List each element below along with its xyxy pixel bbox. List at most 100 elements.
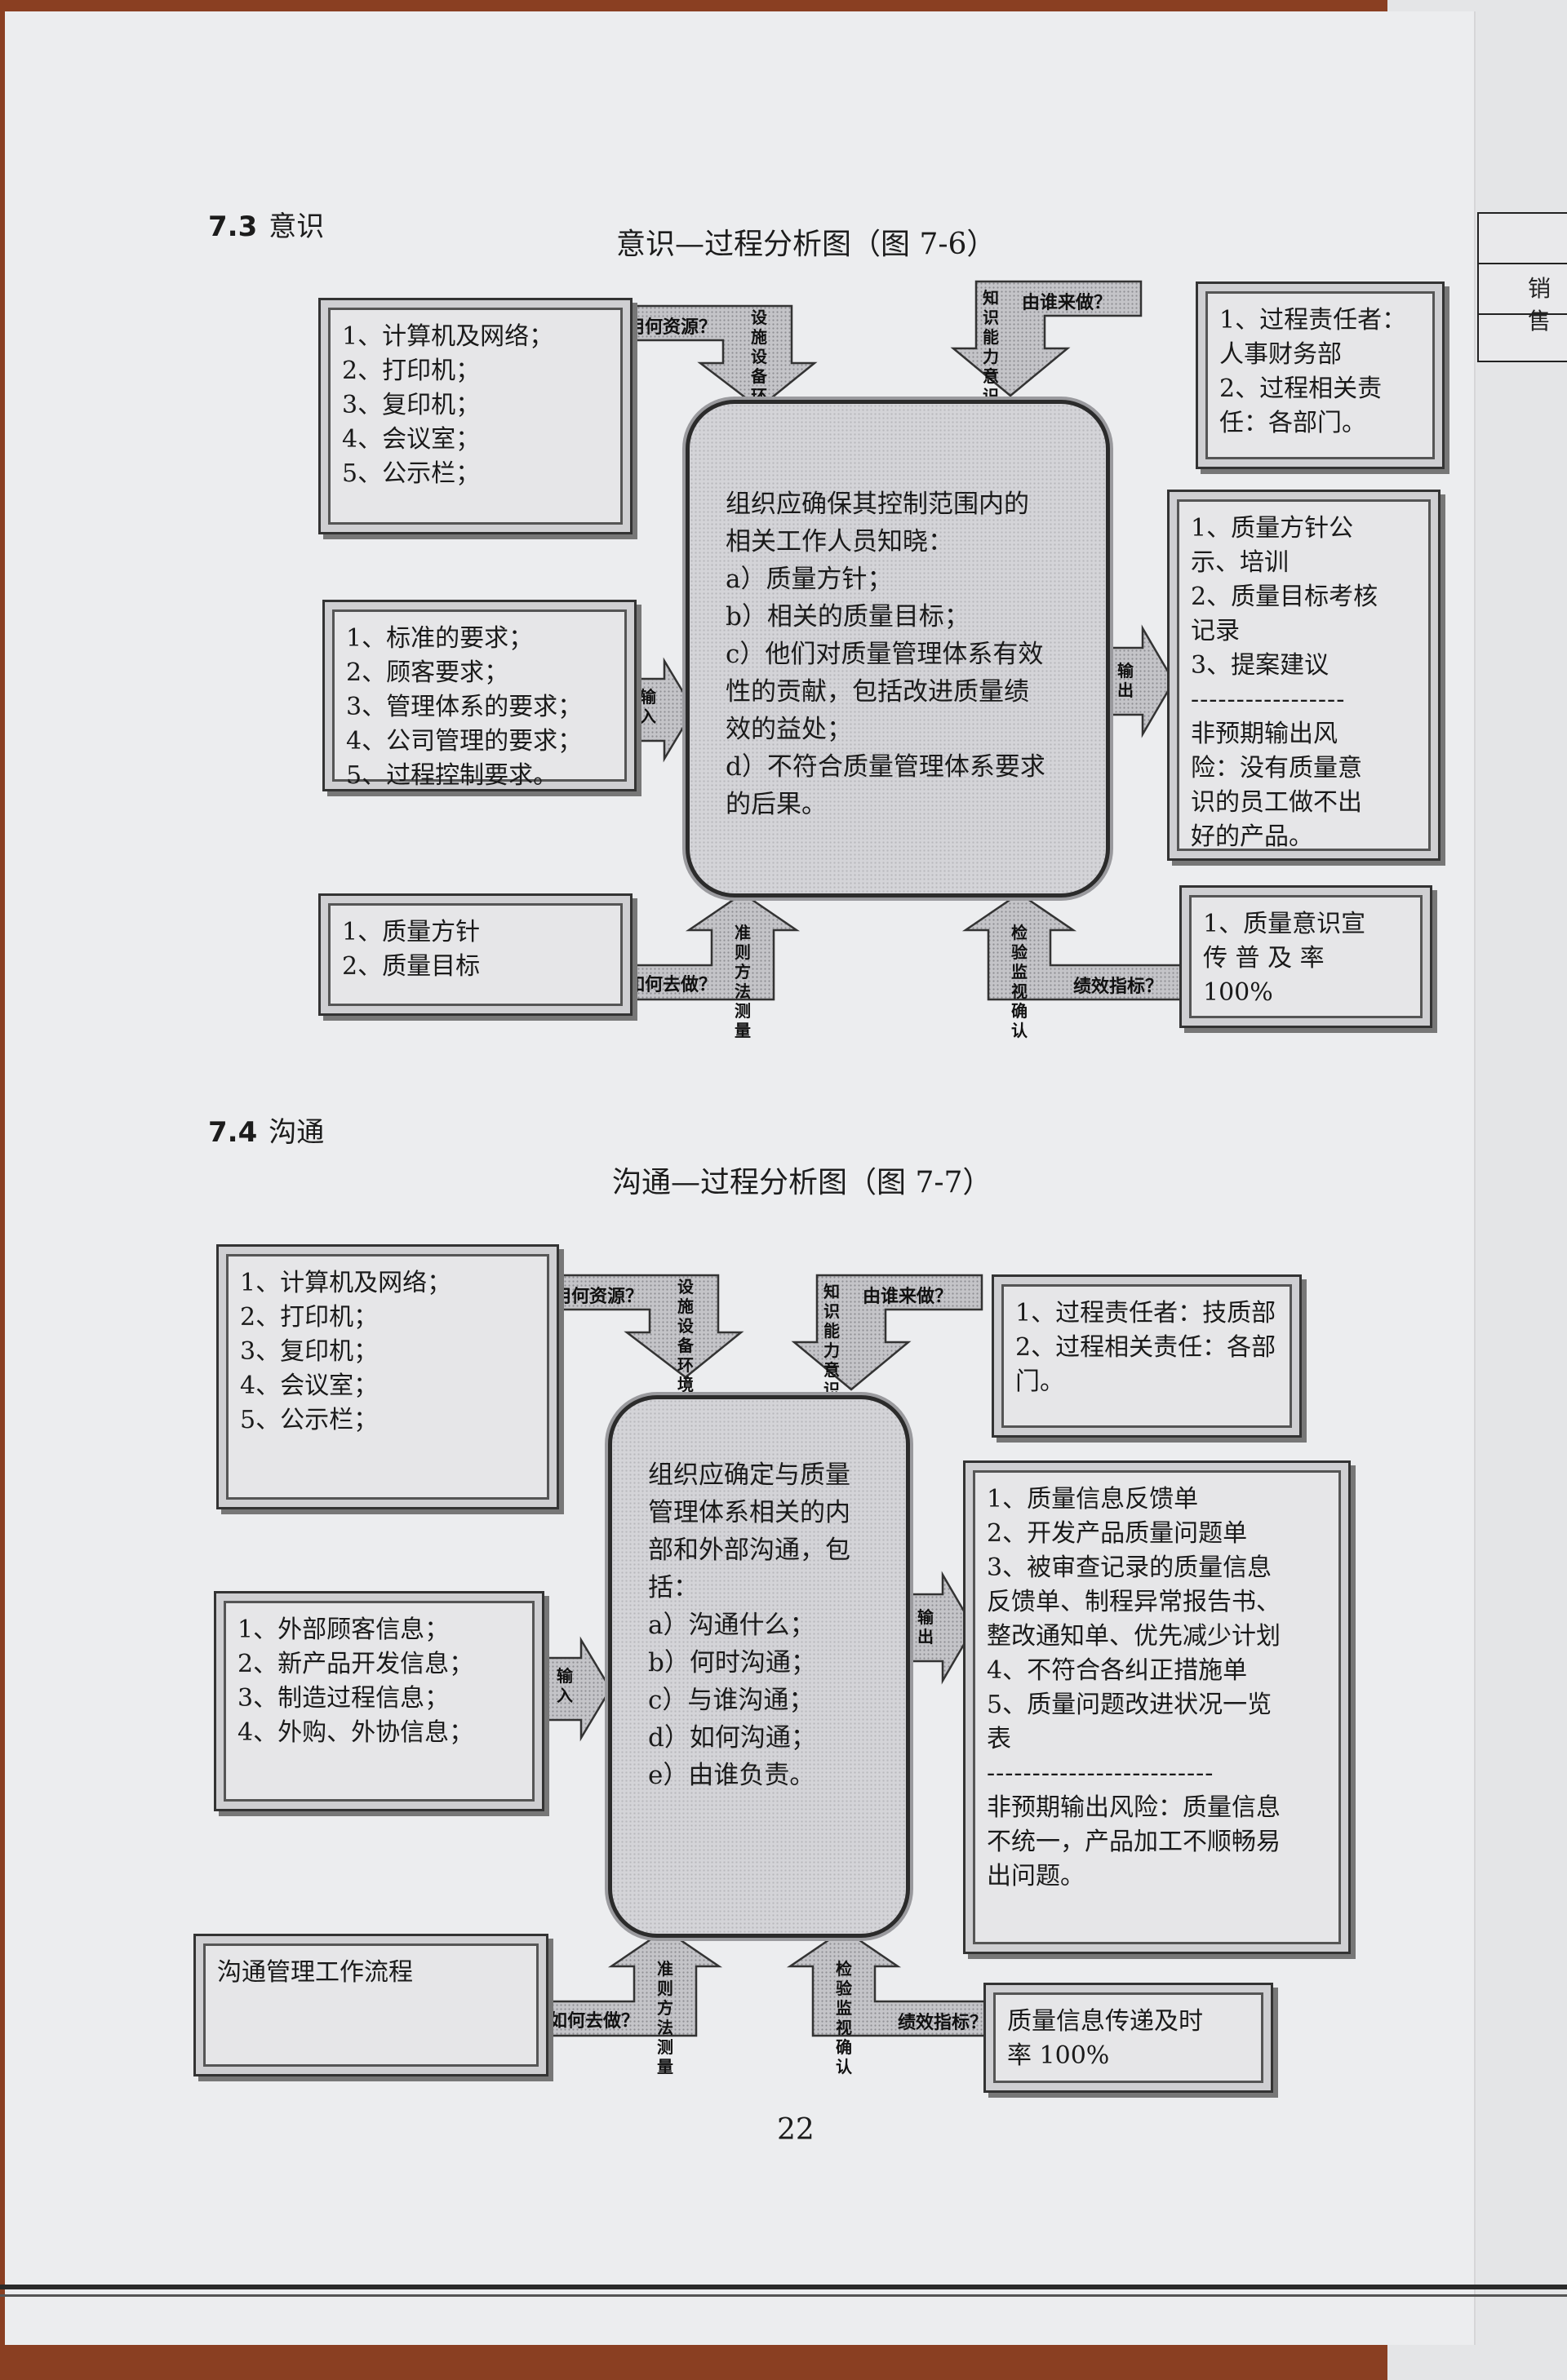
box-line: 1、质量信息反馈单: [987, 1485, 1199, 1514]
box-line: 5、质量问题改进状况一览: [987, 1691, 1272, 1719]
resources-box: 1、计算机及网络； 2、打印机；3、复印机；4、会议室；5、公示栏；: [216, 1244, 559, 1509]
box-line: 4、公司管理的要求；: [346, 727, 583, 756]
box-line: 记录: [1191, 617, 1240, 645]
kpi-type-label-text: 检验: [1011, 923, 1028, 962]
box-line: 2、新产品开发信息；: [237, 1650, 474, 1678]
page-number: 22: [777, 2113, 815, 2147]
who-type-label-text: 知识: [983, 288, 999, 327]
box-line: 3、制造过程信息；: [237, 1684, 450, 1713]
risk-separator: -----------------: [1191, 685, 1346, 714]
output-label-text: 出: [917, 1627, 934, 1646]
box-line: 3、被审查记录的质量信息: [987, 1553, 1272, 1582]
box-line: 传 普 及 率: [1203, 944, 1325, 973]
center-line: d）不符合质量管理体系要求: [726, 752, 1045, 782]
center-line: a）沟通什么；: [648, 1611, 815, 1640]
box-line: 示、培训: [1191, 548, 1289, 577]
box-line: 2、打印机；: [342, 357, 481, 385]
box-line: 3、复印机；: [342, 391, 481, 419]
center-line: 管理体系相关的内: [648, 1498, 850, 1527]
input-label: 输入: [638, 687, 658, 726]
output-label: 输出: [916, 1607, 935, 1646]
risk-separator: -------------------------: [987, 1759, 1214, 1788]
who-arrow: [779, 1274, 1016, 1391]
box-line: 1、质量意识宣: [1203, 910, 1366, 938]
kpi-type-label-text: 确认: [836, 2037, 852, 2076]
box-line: 2、顾客要求；: [346, 658, 509, 687]
output-label-text: 输: [1117, 661, 1134, 680]
box-line: 不统一，产品加工不顺畅易: [987, 1828, 1281, 1856]
inputs-box: 1、外部顾客信息；2、新产品开发信息；3、制造过程信息；4、外购、外协信息；: [214, 1591, 544, 1811]
box-line: 率 100%: [1007, 2041, 1110, 2070]
how-type-label-text: 方法: [735, 962, 751, 1001]
how-type-label-text: 准则: [657, 1959, 673, 1998]
how-type-label-text: 测量: [735, 1001, 751, 1040]
kpi-box: 质量信息传递及时率 100%: [983, 1983, 1273, 2093]
box-line: 4、外购、外协信息；: [237, 1718, 474, 1747]
box-line: 整改通知单、优先减少计划: [987, 1622, 1281, 1651]
box-line: 3、管理体系的要求；: [346, 693, 583, 721]
box-line: 非预期输出风险：质量信息: [987, 1793, 1281, 1822]
how-question-label: 如何去做？: [549, 2010, 640, 2032]
process-center-box: 组织应确保其控制范围内的相关工作人员知晓：a）质量方针；b）相关的质量目标；c）…: [686, 400, 1110, 897]
kpi-question-label: 绩效指标？: [898, 2012, 988, 2033]
how-type-label: 准则方法测量: [733, 923, 752, 1040]
kpi-type-label: 检验监视确认: [1010, 923, 1029, 1040]
how-type-label: 准则方法测量: [655, 1959, 675, 2076]
kpi-type-label-text: 监视: [1011, 962, 1028, 1001]
center-line: 性的贡献，包括改进质量绩: [726, 677, 1029, 707]
input-label-text: 入: [557, 1686, 573, 1705]
box-line: 1、计算机及网络；: [342, 322, 554, 351]
resources-type-label-text: 设施: [751, 308, 767, 347]
resources-type-label-text: 环境: [677, 1355, 694, 1394]
box-line: 出问题。: [987, 1862, 1085, 1890]
who-type-label-text: 能力: [823, 1321, 840, 1360]
input-arrow: [545, 1636, 612, 1742]
figure-title: 意识—过程分析图（图 7-6）: [616, 228, 997, 261]
box-line: 2、过程相关责任：各部: [1015, 1333, 1276, 1362]
output-arrow: [904, 1571, 975, 1685]
kpi-type-label-text: 监视: [836, 1998, 852, 2037]
center-line: 括：: [648, 1573, 699, 1602]
box-line: 质量信息传递及时: [1007, 2007, 1203, 2036]
who-type-label: 知识能力意识: [822, 1282, 841, 1399]
resources-type-label: 设施设备环境: [676, 1277, 695, 1394]
box-line: 2、过程相关责: [1219, 375, 1383, 403]
box-line: 反馈单、制程异常报告书、: [987, 1588, 1281, 1616]
who-type-label-text: 能力: [983, 327, 999, 366]
how-question-label: 如何去做？: [627, 974, 717, 995]
box-line: 3、复印机；: [240, 1337, 379, 1366]
center-line: 组织应确定与质量: [648, 1460, 850, 1490]
box-line: 识的员工做不出: [1191, 788, 1362, 817]
center-line: c）与谁沟通；: [648, 1686, 815, 1715]
resources-arrow: [619, 304, 841, 410]
box-line: 4、会议室；: [240, 1372, 379, 1400]
box-line: 5、公示栏；: [342, 459, 481, 488]
box-line: 2、质量目标考核: [1191, 583, 1378, 611]
input-label-text: 输: [640, 687, 656, 707]
box-line: 4、会议室；: [342, 425, 481, 454]
center-line: 组织应确保其控制范围内的: [726, 490, 1029, 519]
resources-type-label-text: 设备: [677, 1316, 694, 1355]
binding-rule-secondary: [0, 2294, 1567, 2297]
input-label-text: 入: [640, 707, 656, 726]
box-line: 1、标准的要求；: [346, 624, 534, 653]
side-sheet-text: 销售: [1528, 275, 1551, 335]
section-title: 意识: [269, 211, 325, 243]
input-label: 输入: [555, 1666, 575, 1705]
center-line: b）何时沟通；: [648, 1648, 816, 1678]
input-label-text: 输: [557, 1666, 573, 1686]
output-arrow: [1104, 624, 1175, 738]
box-line: 1、过程责任者：技质部: [1015, 1299, 1276, 1327]
box-line: 1、质量方针: [342, 918, 481, 946]
box-line: 沟通管理工作流程: [217, 1958, 413, 1987]
box-line: 非预期输出风: [1191, 720, 1338, 748]
box-line: 人事财务部: [1219, 340, 1342, 369]
center-line: 效的益处；: [726, 715, 852, 744]
center-line: 的后果。: [726, 790, 827, 819]
